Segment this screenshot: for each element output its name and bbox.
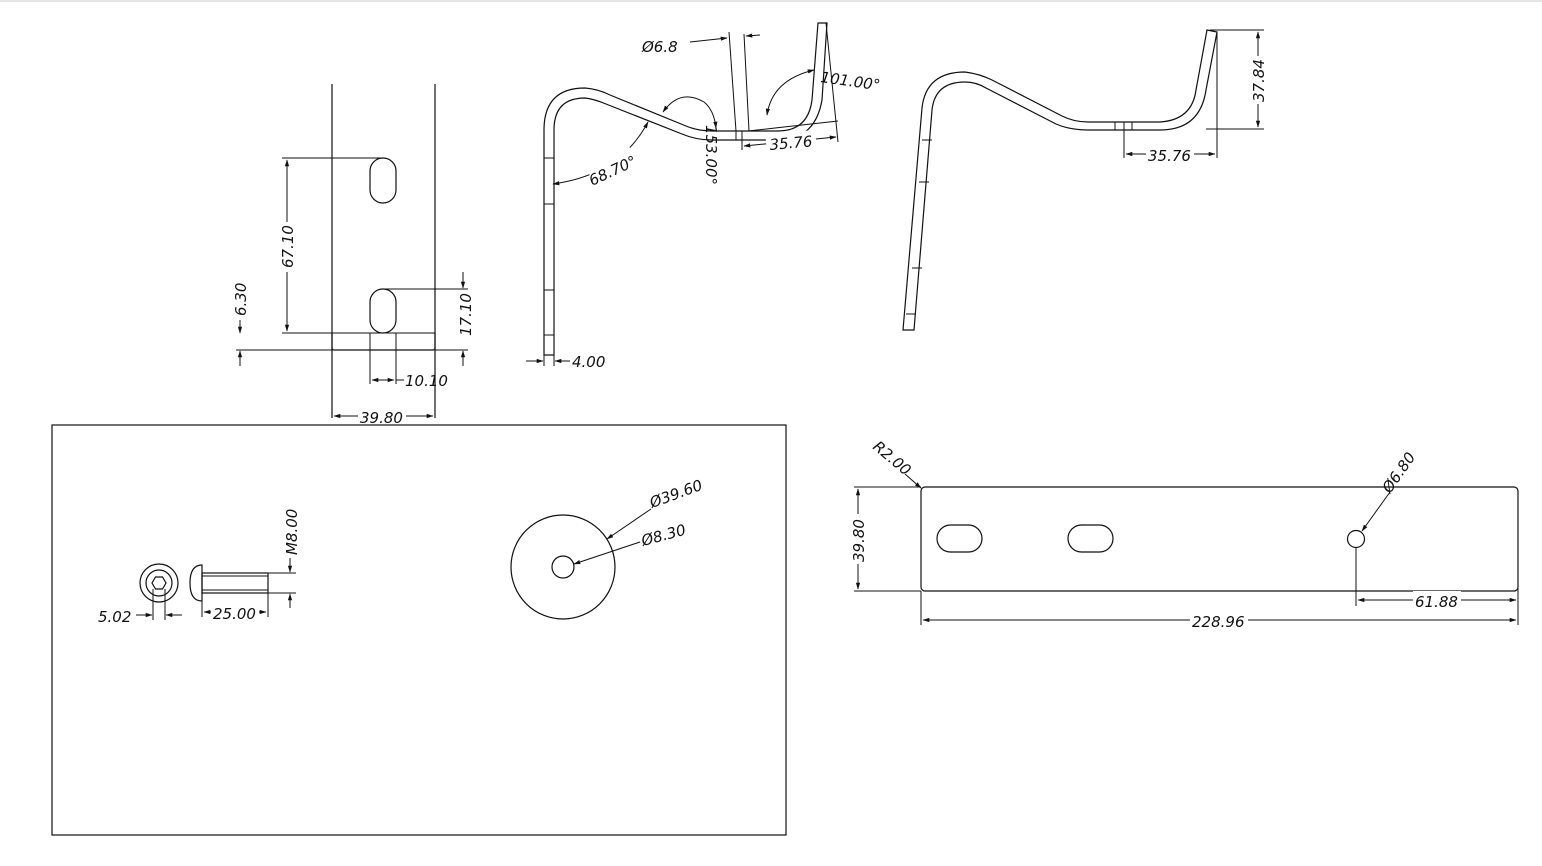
hole-leader xyxy=(745,33,761,38)
hole-leader xyxy=(1361,491,1391,532)
angle-101-arc xyxy=(765,69,815,116)
dim-6-label: 6.30 xyxy=(232,283,250,316)
side-view: Ø6.8 101.00° 153.00° 68.70° 35.76 4.00 xyxy=(526,22,881,371)
dim-label-bg xyxy=(583,140,637,184)
angle-101-label: 101.00° xyxy=(819,68,881,94)
dim-label-bg xyxy=(765,129,817,153)
hex-socket-icon xyxy=(151,576,167,590)
hardware-frame xyxy=(51,424,787,836)
hole-ext-line xyxy=(728,31,737,132)
dim-label-bg xyxy=(358,406,406,422)
dim-67-label: 67.10 xyxy=(279,225,297,268)
flat-hole-offset-label: 61.88 xyxy=(1415,593,1458,611)
hole-ext-line xyxy=(743,33,750,132)
flat-height-label: 39.80 xyxy=(850,519,868,562)
dim-label-bg xyxy=(277,222,297,272)
dim-label-bg xyxy=(1249,56,1267,104)
iso-view: 37.84 35.76 xyxy=(902,29,1268,331)
flat-hole-label: Ø6.80 xyxy=(1378,449,1419,497)
side-thickness-label: 4.00 xyxy=(572,353,605,371)
angle-153-label: 153.00° xyxy=(702,125,720,185)
upper-slot xyxy=(369,157,397,204)
top-border xyxy=(0,0,1542,2)
washer-inner-leader xyxy=(573,541,641,565)
angle-153-arc xyxy=(662,96,718,129)
side-hole-label: Ø6.8 xyxy=(641,38,678,56)
side-bracket-profile xyxy=(543,22,828,356)
hole-leader xyxy=(689,36,728,43)
iso-bracket-profile xyxy=(902,29,1218,331)
bolt-head-inner xyxy=(145,569,173,597)
dim-label-bg xyxy=(849,514,867,564)
dim-label-bg xyxy=(1413,591,1461,608)
flat-hole xyxy=(1346,529,1366,549)
flat-pattern: R2.00 39.80 Ø6.80 61.88 228.96 xyxy=(849,437,1519,631)
dim-label-bg xyxy=(1190,611,1248,628)
dim-ext-line xyxy=(825,22,839,143)
radius-leader xyxy=(904,473,922,489)
bolt-head-side xyxy=(189,564,203,602)
dim-39-label: 39.80 xyxy=(360,409,403,427)
flat-outline xyxy=(920,486,1519,592)
hardware-panel: 5.02 25.00 M8.00 Ø39.60 Ø8.30 xyxy=(51,424,787,836)
lower-slot xyxy=(369,288,397,334)
washer-outer-label: Ø39.60 xyxy=(646,476,705,512)
bolt-shank xyxy=(201,572,269,594)
dim-10-label: 10.10 xyxy=(405,372,448,390)
iso-offset-label: 35.76 xyxy=(1148,147,1191,165)
washer-inner-label: Ø8.30 xyxy=(638,521,687,550)
front-bottom-edge xyxy=(331,333,436,351)
side-offset-label: 35.76 xyxy=(769,132,813,154)
flat-slot-2 xyxy=(1067,524,1114,553)
washer-outer-leader xyxy=(606,508,652,540)
bolt-thread-label: M8.00 xyxy=(283,509,301,555)
iso-height-label: 37.84 xyxy=(1250,59,1268,102)
washer-outer xyxy=(510,514,616,620)
bolt-head-outer xyxy=(139,563,179,603)
washer-hole xyxy=(551,555,575,579)
dim-ext-line xyxy=(747,120,839,132)
flat-radius-label: R2.00 xyxy=(869,437,914,479)
dim-label-bg xyxy=(211,603,259,620)
bolt-head-label: 5.02 xyxy=(98,608,131,626)
flat-length-label: 228.96 xyxy=(1192,613,1245,631)
dim-label-bg xyxy=(1146,145,1194,162)
bolt-length-label: 25.00 xyxy=(213,605,256,623)
dim-17-label: 17.10 xyxy=(457,293,475,336)
front-view: 67.10 6.30 17.10 10.10 39.80 xyxy=(232,84,475,427)
flat-slot-1 xyxy=(936,524,983,553)
